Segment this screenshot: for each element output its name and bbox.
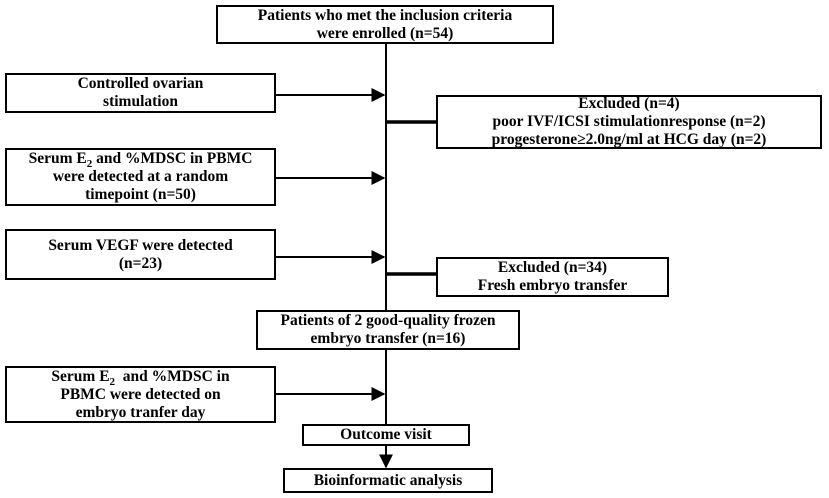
box-excluded-2-line2: Fresh embryo transfer bbox=[477, 277, 628, 294]
e2-label: Serum E bbox=[28, 150, 87, 167]
box-excluded-2: Excluded (n=34) Fresh embryo transfer bbox=[436, 257, 669, 297]
box-serum-random-line1: Serum E2 and %MDSC in PBMC bbox=[28, 150, 253, 171]
box-excluded-1: Excluded (n=4) poor IVF/ICSI stimulation… bbox=[436, 95, 822, 149]
e2-label: Serum E bbox=[51, 367, 110, 385]
box-bioinformatic: Bioinformatic analysis bbox=[283, 468, 493, 493]
box-serum-transfer-line1: Serum E2 and %MDSC in bbox=[51, 367, 230, 388]
box-vegf-line1: Serum VEGF were detected bbox=[48, 236, 233, 254]
e2-label-rest: and %MDSC in PBMC bbox=[92, 150, 253, 167]
box-frozen-transfer: Patients of 2 good-quality frozen embryo… bbox=[256, 310, 520, 350]
box-serum-random: Serum E2 and %MDSC in PBMC were detected… bbox=[5, 148, 276, 206]
box-stimulation-line2: stimulation bbox=[103, 93, 178, 110]
box-enrolled-line1: Patients who met the inclusion criteria bbox=[257, 6, 513, 24]
box-vegf: Serum VEGF were detected (n=23) bbox=[5, 229, 276, 280]
box-outcome-visit-label: Outcome visit bbox=[340, 426, 432, 443]
box-excluded-1-line1: Excluded (n=4) bbox=[578, 95, 680, 112]
box-serum-transfer-line2: PBMC were detected on bbox=[60, 385, 221, 403]
e2-label-rest: and %MDSC in bbox=[115, 367, 230, 385]
box-serum-transfer-line3: embryo tranfer day bbox=[75, 403, 206, 421]
box-vegf-line2: (n=23) bbox=[118, 254, 163, 272]
box-serum-random-line3: timepoint (n=50) bbox=[85, 186, 196, 203]
box-bioinformatic-label: Bioinformatic analysis bbox=[313, 471, 463, 489]
box-outcome-visit: Outcome visit bbox=[302, 424, 470, 446]
box-enrolled-line2: were enrolled (n=54) bbox=[316, 24, 454, 42]
box-excluded-1-line3: progesterone≥2.0ng/ml at HCG day (n=2) bbox=[491, 131, 767, 148]
box-frozen-transfer-line2: embryo transfer (n=16) bbox=[310, 330, 466, 347]
box-stimulation-line1: Controlled ovarian bbox=[77, 75, 204, 92]
box-excluded-2-line1: Excluded (n=34) bbox=[497, 259, 608, 276]
box-stimulation: Controlled ovarian stimulation bbox=[5, 73, 276, 113]
e2-subscript: 2 bbox=[86, 158, 93, 171]
box-enrolled: Patients who met the inclusion criteria … bbox=[216, 5, 554, 44]
box-excluded-1-line2: poor IVF/ICSI stimulationresponse (n=2) bbox=[492, 113, 766, 130]
e2-subscript: 2 bbox=[109, 375, 116, 388]
box-serum-transfer: Serum E2 and %MDSC in PBMC were detected… bbox=[5, 366, 276, 423]
box-frozen-transfer-line1: Patients of 2 good-quality frozen bbox=[280, 312, 496, 329]
box-serum-random-line2: were detected at a random bbox=[52, 168, 229, 185]
